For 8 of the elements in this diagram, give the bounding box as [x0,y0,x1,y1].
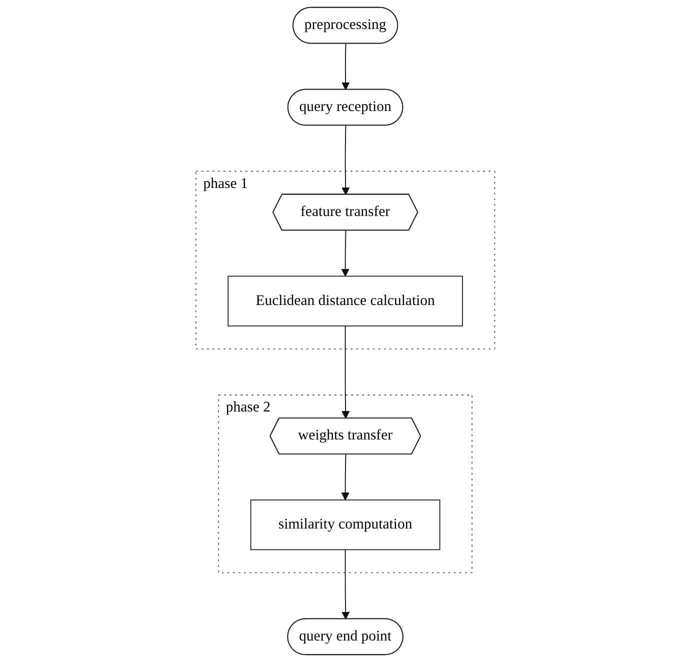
arrow [342,325,350,419]
arrow [342,43,350,90]
arrow [341,454,350,500]
arrow [342,549,350,620]
node-box: similarity computation [250,500,440,550]
arrow [342,125,350,196]
arrow [341,230,350,277]
node-box: Euclidean distance calculation [228,276,464,326]
